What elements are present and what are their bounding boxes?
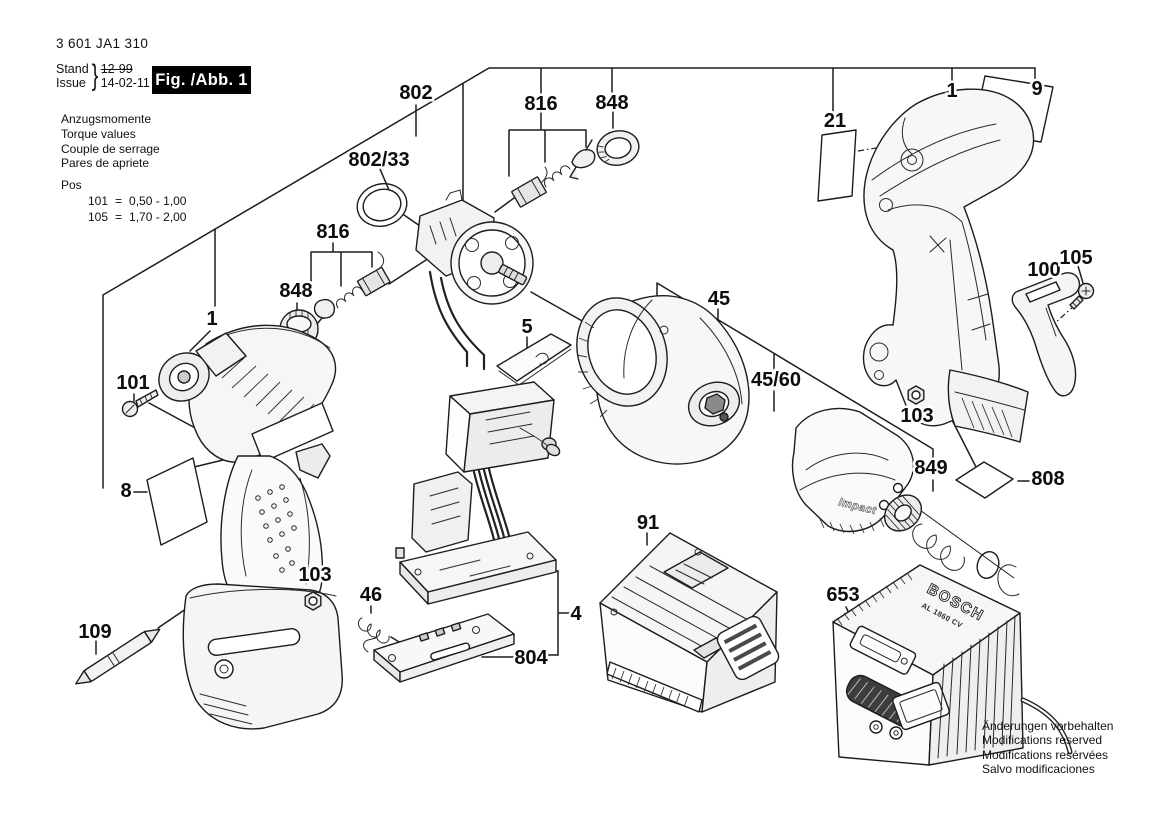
callout-21: 21: [824, 110, 846, 132]
torque-range: 1,70 - 2,00: [129, 209, 187, 224]
hex-nut-left: [304, 591, 322, 611]
revision-block: Stand Issue } 12-99 14-02-11: [56, 59, 150, 92]
note-fr: Modifications resérvées: [982, 747, 1109, 762]
belt-clip: [1011, 272, 1081, 397]
callout-101: 101: [116, 372, 149, 394]
equals-sign: =: [115, 209, 123, 224]
callout-849: 849: [914, 457, 947, 479]
torque-row: 101 = 0,50 - 1,00: [88, 194, 186, 209]
torque-row: 105 = 1,70 - 2,00: [88, 210, 186, 225]
torque-heading-fr: Couple de serrage: [61, 141, 160, 156]
callout-103-r: 103: [900, 405, 933, 427]
part-number: 3 601 JA1 310: [56, 36, 149, 51]
callout-45-60: 45/60: [751, 369, 801, 391]
issue-value: 14-02-11: [100, 76, 150, 90]
callout-46: 46: [360, 584, 382, 606]
torque-pos: 101: [88, 193, 109, 208]
tool-body: [158, 324, 343, 730]
callout-labels: 802 816 848 21 1 9 802/33 816 848 1 101 …: [76, 76, 1095, 672]
callout-8: 8: [120, 480, 131, 502]
callout-802-33: 802/33: [348, 149, 409, 171]
callout-802: 802: [399, 82, 432, 104]
battery-charger: BOSCH AL 1860 CV: [832, 564, 1073, 766]
note-en: Modifications reserved: [982, 733, 1103, 748]
note-es: Salvo modificaciones: [982, 762, 1095, 777]
sticker-808: [955, 461, 1014, 499]
hex-nut-right: [907, 385, 925, 405]
stand-value: 12-99: [100, 62, 133, 76]
screwdriver-bit: [75, 628, 161, 685]
callout-848-r: 848: [595, 92, 628, 114]
torque-heading-en: Torque values: [61, 126, 136, 141]
modification-notes: Änderungen vorbehalten Modifications res…: [982, 719, 1113, 777]
slide-plate: [496, 333, 572, 386]
torque-heading-de: Anzugsmomente: [61, 112, 152, 126]
hammer-case: [576, 295, 750, 465]
torque-heading-es: Pares de apriete: [61, 156, 150, 171]
callout-103-l: 103: [298, 564, 331, 586]
callout-816-r: 816: [524, 93, 557, 115]
spring-detent-set: [878, 482, 1020, 597]
contact-spring: [357, 617, 390, 644]
housing-trigger-grip: [947, 369, 1029, 443]
callout-804: 804: [514, 647, 548, 669]
torque-range: 0,50 - 1,00: [129, 193, 187, 208]
issue-label: Issue: [56, 76, 86, 90]
callout-816-l: 816: [316, 221, 349, 243]
callout-848-l: 848: [279, 280, 312, 302]
torque-table: Anzugsmomente Torque values Couple de se…: [61, 112, 186, 225]
main-rail: [102, 67, 1036, 489]
callout-808: 808: [1031, 468, 1064, 490]
switch-module: [395, 381, 561, 605]
carbon-brush-set-left: [311, 251, 391, 334]
motor-assembly: [415, 189, 534, 371]
tool-chuck: [158, 352, 210, 402]
callout-100: 100: [1027, 259, 1060, 281]
callout-5: 5: [521, 316, 532, 338]
revision-brace: }: [91, 59, 98, 92]
charger-indicator-window: [892, 681, 950, 731]
clip-screw: [1069, 282, 1095, 310]
figure-label: Fig. /Abb. 1: [152, 66, 251, 94]
body-label-window: [251, 402, 334, 463]
callout-105: 105: [1059, 247, 1092, 269]
body-screw: [121, 389, 159, 418]
carbon-brush-set-right: [511, 139, 596, 208]
callout-4: 4: [570, 603, 582, 625]
pos-label: Pos: [61, 178, 82, 193]
torque-pos: 105: [88, 209, 109, 224]
callout-1-r: 1: [946, 80, 957, 102]
brush-cap-right: [596, 130, 640, 166]
o-ring: [356, 183, 408, 227]
callout-653: 653: [826, 584, 859, 606]
grip-dots: [255, 484, 297, 573]
motor-shaft: [498, 264, 528, 286]
callout-9: 9: [1031, 78, 1042, 100]
contact-plate: [363, 613, 515, 683]
callout-45: 45: [708, 288, 730, 310]
battery-pack: [599, 532, 780, 713]
callout-1-l: 1: [206, 308, 217, 330]
callout-109: 109: [78, 621, 111, 643]
power-cable: [1020, 697, 1073, 755]
sticker-8: [146, 457, 208, 546]
battery-vent-grille: [716, 615, 780, 681]
note-de: Änderungen vorbehalten: [982, 719, 1114, 733]
stand-label: Stand: [56, 62, 89, 76]
housing-shell: [862, 88, 1035, 443]
callout-91: 91: [637, 512, 659, 534]
sticker-21: [817, 129, 857, 202]
equals-sign: =: [115, 193, 123, 208]
